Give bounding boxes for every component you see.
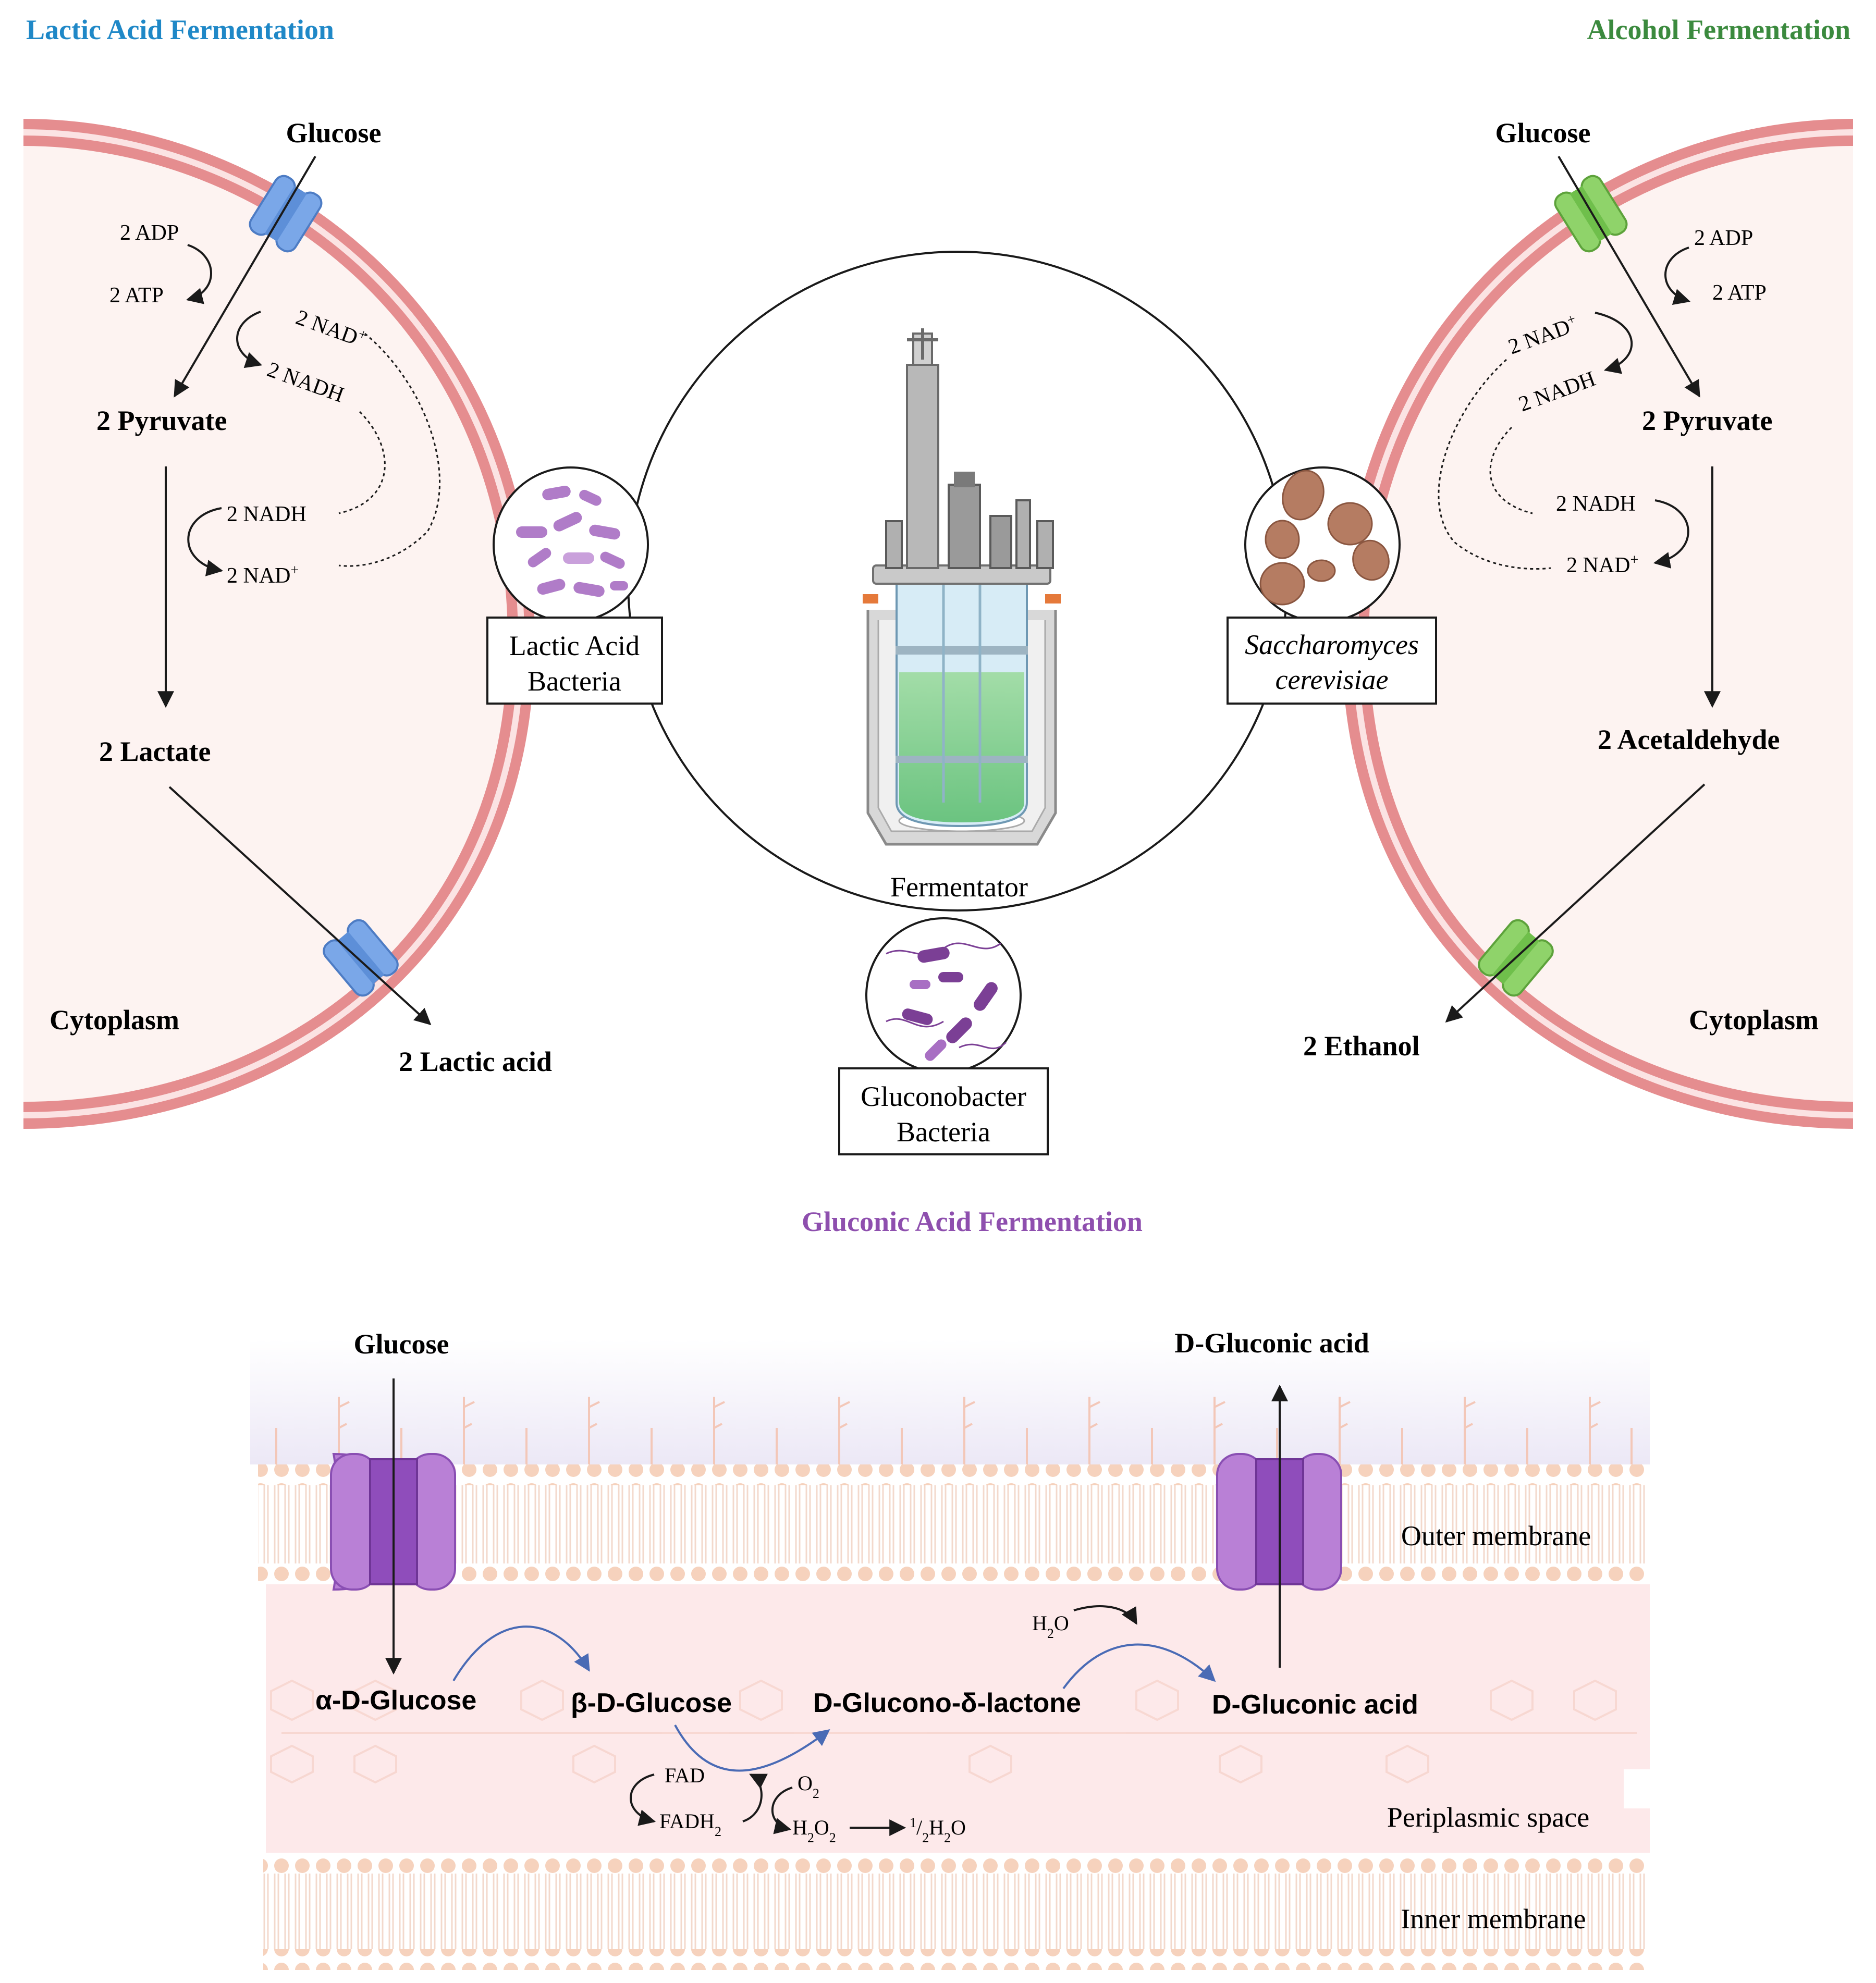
water-label: H2O [1032,1611,1069,1641]
fadh2-to-fad-arrow [742,1773,768,1822]
alcohol-section-title: Alcohol Fermentation [1587,14,1850,45]
lactic-section-title: Lactic Acid Fermentation [26,14,334,45]
lactic-acid-product-label: 2 Lactic acid [399,1046,552,1077]
alcohol-nadh-mid-label: 2 NADH [1556,492,1636,516]
alpha-to-beta-arrow [452,1625,590,1682]
rod-bacteria-icon [516,486,628,597]
lactone-label: D-Glucono-δ-lactone [813,1688,1081,1718]
lactic-glucose-channel-icon [249,175,323,253]
gluconobacter-organism-line1: Gluconobacter [861,1081,1026,1112]
lactic-nadh-mid-label: 2 NADH [227,502,306,526]
gluconic-acid-label: D-Gluconic acid [1212,1690,1418,1720]
lactic-organism-box [486,617,663,705]
fad-label: FAD [665,1764,705,1787]
yeast-organism-box [1227,617,1437,705]
lactic-organism-line2: Bacteria [528,666,621,697]
bacterial-membrane [250,1339,1671,1970]
alpha-d-glucose-label: α-D-Glucose [315,1685,476,1716]
yeast-badge [1244,466,1401,623]
yeast-organism-line2: cerevisiae [1276,664,1389,695]
lactic-adp-label: 2 ADP [120,221,179,245]
fadh2-label: FADH2 [659,1809,721,1839]
gluconobacter-organism-box [838,1067,1049,1155]
lactic-pyruvate-label: 2 Pyruvate [96,405,227,436]
gluconobacter-organism-line2: Bacteria [897,1116,990,1148]
gluconic-glucose-channel-icon [330,1452,456,1591]
yeast-cell-icon [1259,470,1390,606]
yeast-organism-line1: Saccharomyces [1245,629,1419,660]
flagellated-bacteria-icon [886,942,1007,1061]
periplasmic-space-label: Periplasmic space [1387,1802,1589,1833]
beta-d-glucose-label: β-D-Glucose [571,1688,732,1718]
gluconic-section-title: Gluconic Acid Fermentation [802,1206,1143,1237]
gluconic-glucose-label: Glucose [354,1328,449,1360]
alcohol-atp-label: 2 ATP [1712,281,1767,305]
lactone-to-gluconic-arrow [1062,1643,1216,1690]
lactic-atp-label: 2 ATP [109,284,164,307]
oxygen-arrow [771,1787,793,1834]
gluconobacter-badge [865,917,1022,1074]
lactic-cell [23,119,535,1129]
inner-membrane-label: Inner membrane [1401,1903,1586,1935]
lactic-nad-mid-label: 2 NAD+ [227,562,299,588]
fad-cycle-arrow [630,1773,656,1826]
peroxide-label: H2O2 [792,1816,836,1845]
outer-membrane-label: Outer membrane [1401,1520,1591,1551]
lactic-organism-line1: Lactic Acid [509,630,640,661]
alcohol-nad-mid-label: 2 NAD+ [1566,552,1638,578]
lactic-bacteria-badge [493,466,649,623]
water-arrow [1073,1605,1137,1625]
alcohol-cytoplasm-label: Cytoplasm [1689,1004,1819,1036]
alcohol-glucose-label: Glucose [1495,117,1591,149]
bioreactor-icon [863,328,1061,846]
alcohol-pyruvate-label: 2 Pyruvate [1642,405,1772,436]
oxygen-label: O2 [798,1771,819,1801]
alcohol-acetaldehyde-label: 2 Acetaldehyde [1598,724,1780,755]
gluconic-acid-out-label: D-Gluconic acid [1174,1327,1369,1359]
lactic-glucose-label: Glucose [286,117,382,149]
lactic-lactate-label: 2 Lactate [99,736,211,767]
half-water-label: 1/2H2O [910,1815,966,1845]
alcohol-ethanol-product-label: 2 Ethanol [1303,1030,1420,1062]
beta-to-lactone-arrow [674,1725,830,1772]
alcohol-adp-label: 2 ADP [1694,226,1753,250]
lactic-cytoplasm-label: Cytoplasm [50,1004,179,1036]
fermentator-label: Fermentator [890,871,1028,903]
